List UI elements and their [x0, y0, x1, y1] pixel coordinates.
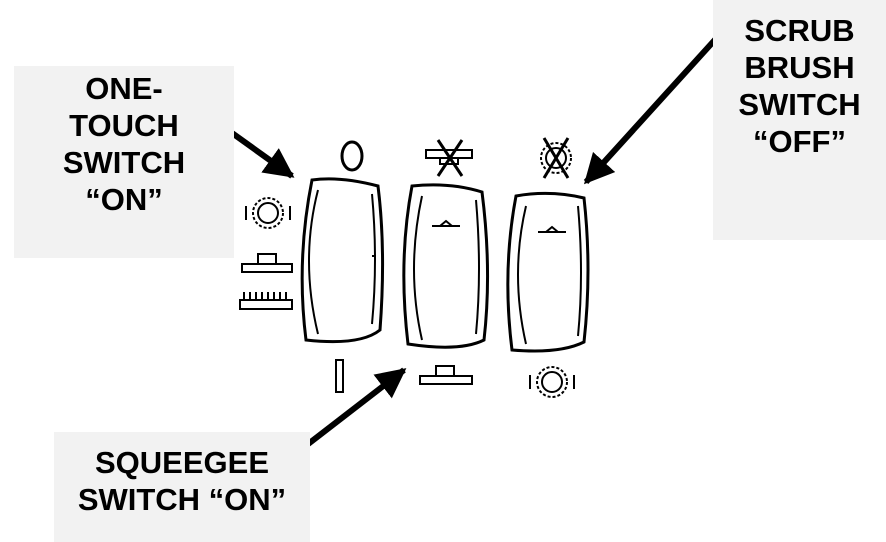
- one-touch-label-line: SWITCH: [62, 145, 186, 180]
- one-touch-switch[interactable]: [300, 177, 385, 344]
- scrub-brush-arrow: [583, 29, 725, 185]
- brush-icon: [245, 197, 291, 229]
- squeegee-disabled-icon: [425, 139, 473, 177]
- scrub-brush-label-line: SWITCH: [738, 87, 861, 122]
- squeegee-on-icon: [419, 365, 473, 385]
- squeegee-icon: [241, 253, 293, 273]
- one-touch-label-line: “ON”: [85, 182, 163, 217]
- brush-on-icon: [529, 366, 575, 398]
- squeegee-switch[interactable]: [402, 183, 490, 349]
- one-touch-label: ONE- TOUCH SWITCH “ON”: [14, 66, 234, 258]
- scrub-brush-label-line: SCRUB: [744, 13, 855, 48]
- scrub-brush-label-line: “OFF”: [753, 124, 846, 159]
- squeegee-label: SQUEEGEE SWITCH “ON”: [54, 432, 310, 542]
- one-touch-label-line: TOUCH: [69, 108, 179, 143]
- scrub-brush-switch[interactable]: [506, 191, 590, 353]
- squeegee-label-line: SQUEEGEE: [95, 445, 269, 480]
- brush-disabled-icon: [540, 137, 572, 179]
- scrub-brush-icon: [239, 292, 293, 310]
- scrub-brush-label: SCRUB BRUSH SWITCH “OFF”: [713, 0, 886, 240]
- power-on-icon: [335, 359, 344, 393]
- power-off-icon: [340, 140, 364, 172]
- scrub-brush-label-line: BRUSH: [744, 50, 855, 85]
- squeegee-label-line: SWITCH “ON”: [77, 482, 287, 517]
- one-touch-label-line: ONE-: [85, 71, 163, 106]
